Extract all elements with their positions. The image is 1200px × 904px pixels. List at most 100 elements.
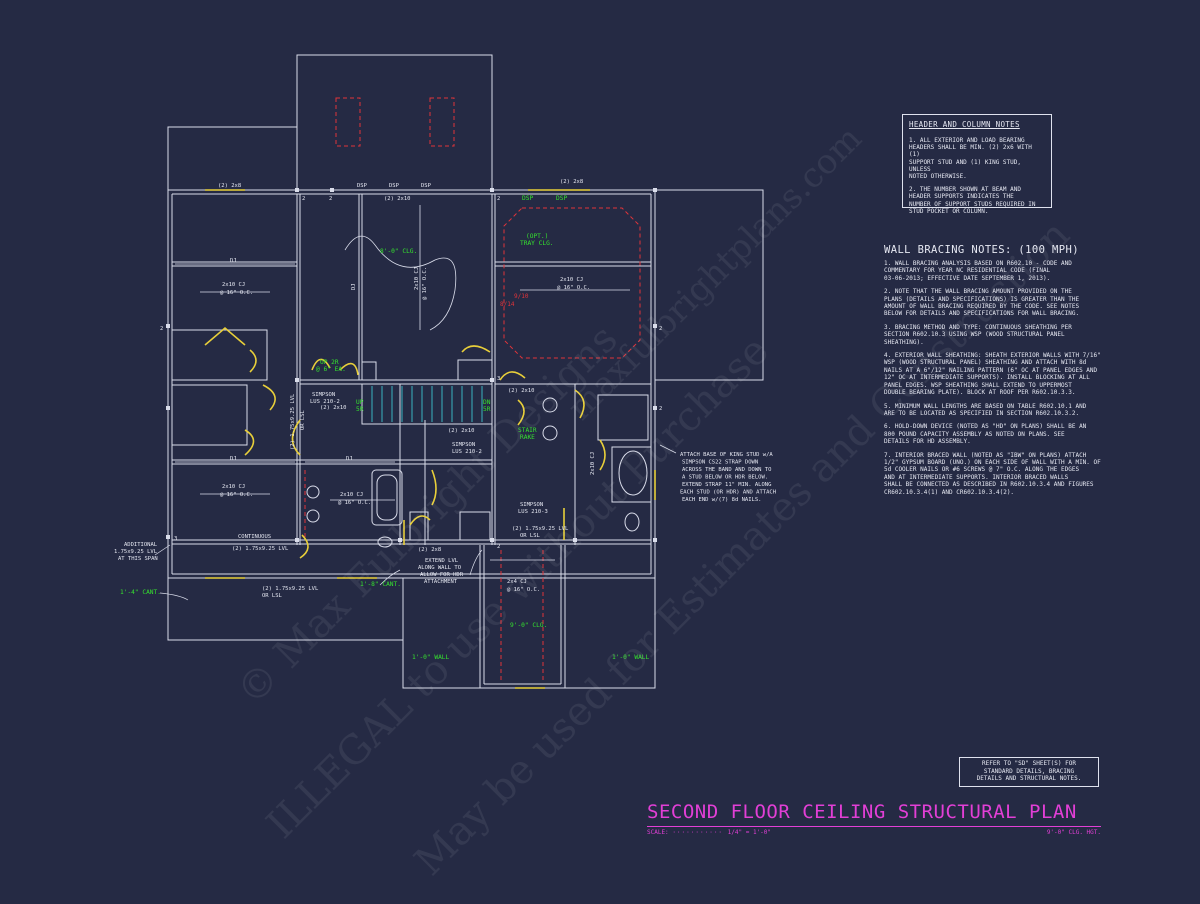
ceiling-height: 9'-0" CLG. HGT.: [1046, 829, 1101, 836]
angle-label: 8/14: [500, 301, 515, 308]
sink: [542, 397, 558, 413]
dsp-green: DSP: [556, 195, 567, 202]
window-box: [457, 359, 493, 381]
lvl-label: (2) 1.75x9.25 LVL: [232, 546, 289, 552]
squiggle: [344, 235, 457, 331]
ceiling-8-label: 8'-0" CLG.: [380, 248, 417, 255]
continuous-label: CONTINUOUS: [238, 534, 271, 540]
toilet: [377, 536, 393, 548]
skylight: [335, 97, 361, 147]
cabinet: [409, 511, 429, 541]
oc-label: @ 16" O.C.: [422, 267, 428, 300]
number-label: 2: [659, 326, 662, 332]
wall-bracing-item: 7. INTERIOR BRACED WALL (NOTED AS "IBW" …: [884, 451, 1101, 496]
dsp-label: DSP: [357, 183, 368, 189]
wall-bracing-item: 3. BRACING METHOD AND TYPE: CONTINUOUS S…: [884, 323, 1072, 346]
tray-ceiling-label: (OPT.)TRAY CLG.: [520, 233, 554, 247]
number-label: 3: [174, 536, 177, 542]
sink: [306, 509, 320, 523]
stair-outline: [361, 383, 493, 425]
door-swing: [244, 429, 255, 456]
wall-bracing-item: 5. MINIMUM WALL LENGTHS ARE BASED ON TAB…: [884, 402, 1087, 417]
dj-label: DJ: [346, 456, 353, 462]
lower-left-outline: [167, 578, 403, 641]
cant-14-label: 1'-4" CANT.: [120, 589, 161, 596]
wall-bracing-heading: WALL BRACING NOTES: (100 MPH): [884, 244, 1079, 256]
header-label: (2) 2x10: [384, 196, 411, 202]
wall-bracing-item: 2. NOTE THAT THE WALL BRACING AMOUNT PRO…: [884, 288, 1080, 318]
door-swing: [339, 362, 359, 376]
header-label: (2) 2x8: [418, 547, 441, 553]
dsp-green: DSP: [522, 195, 533, 202]
number-label: 2: [329, 196, 332, 202]
sheet-title: SECOND FLOOR CEILING STRUCTURAL PLAN: [647, 801, 1077, 823]
header-note-item: 2. THE NUMBER SHOWN AT BEAM AND HEADER S…: [909, 186, 1036, 215]
lvl-vertical: OR LSL: [300, 409, 306, 430]
cabinet: [459, 511, 491, 541]
main-outline: [167, 189, 656, 579]
column-markers: [166, 188, 657, 542]
number-label: 2: [659, 406, 662, 412]
header-label: (2) 2x8: [218, 183, 241, 189]
door-swing: [291, 419, 301, 456]
door-swing: [461, 345, 491, 353]
header-label: (2) 2x10: [320, 405, 347, 411]
number-label: 2: [497, 196, 500, 202]
green-labels: DSP DSP 8'-0" CLG. (OPT.)TRAY CLG. UP 2R…: [120, 195, 650, 661]
cj-label: 2x10 CJ: [222, 484, 245, 490]
toilet: [624, 512, 640, 532]
door-swing: [299, 534, 309, 559]
stair-treads: [371, 386, 483, 422]
scale-label: SCALE:: [647, 829, 669, 836]
shower: [597, 394, 649, 441]
oc-label: @ 16" O.C.: [220, 492, 253, 498]
dj-label: DJ: [351, 283, 357, 290]
door-swing: [204, 326, 246, 346]
angle-label: 9/10: [514, 293, 529, 300]
dj-label: DJ: [230, 456, 237, 462]
chimney: [361, 361, 377, 381]
oc-label: @ 16" O.C.: [338, 500, 371, 506]
left-garage-roof-outline: [167, 126, 297, 190]
closet: [171, 329, 268, 381]
cant-18-label: 1'-8" CANT.: [360, 581, 401, 588]
wall-bracing-item: 6. HOLD-DOWN DEVICE (NOTED AS "HD" ON PL…: [884, 423, 1087, 446]
wall-bracing-item: 4. EXTERIOR WALL SHEATHING: SHEATH EXTER…: [884, 352, 1101, 397]
header-label: (2) 2x10: [448, 428, 475, 434]
refer-sd-note: REFER TO "SD" SHEET(S) FOR STANDARD DETA…: [959, 757, 1099, 787]
up-2r-label: UP 2R@ 6" EA.: [316, 359, 346, 373]
dj-label: DJ: [230, 258, 237, 264]
sink: [306, 485, 320, 499]
white-labels: (2) 2x8 DSP DSP DSP (2) 2x10 (2) 2x8 2 2…: [114, 179, 776, 599]
header-column-notes: HEADER AND COLUMN NOTES 1. ALL EXTERIOR …: [902, 114, 1052, 215]
scale-value: 1/4" = 1'-0": [727, 829, 772, 836]
dsp-label: DSP: [421, 183, 432, 189]
wall-label: 1'-0" WALL: [412, 654, 450, 661]
door-swing: [431, 469, 437, 506]
tub-oval: [618, 450, 648, 496]
number-label: 2: [160, 326, 163, 332]
scale-dots: ···········: [672, 829, 728, 836]
oc-label: @ 16" O.C.: [220, 290, 253, 296]
bathtub: [371, 469, 403, 526]
cj-label: 2x10 CJ: [560, 277, 583, 283]
wall-bracing-notes: WALL BRACING NOTES: (100 MPH) 1. WALL BR…: [884, 244, 1120, 502]
oc-label: @ 16" O.C.: [557, 285, 590, 291]
top-attic-outline: [296, 54, 493, 190]
wall-label: 1'-0" WALL: [612, 654, 650, 661]
dsp-label: DSP: [389, 183, 400, 189]
door-swing: [249, 349, 257, 373]
header-notes-heading: HEADER AND COLUMN NOTES: [909, 120, 1020, 129]
cj-label: 2x10 CJ: [414, 267, 420, 290]
